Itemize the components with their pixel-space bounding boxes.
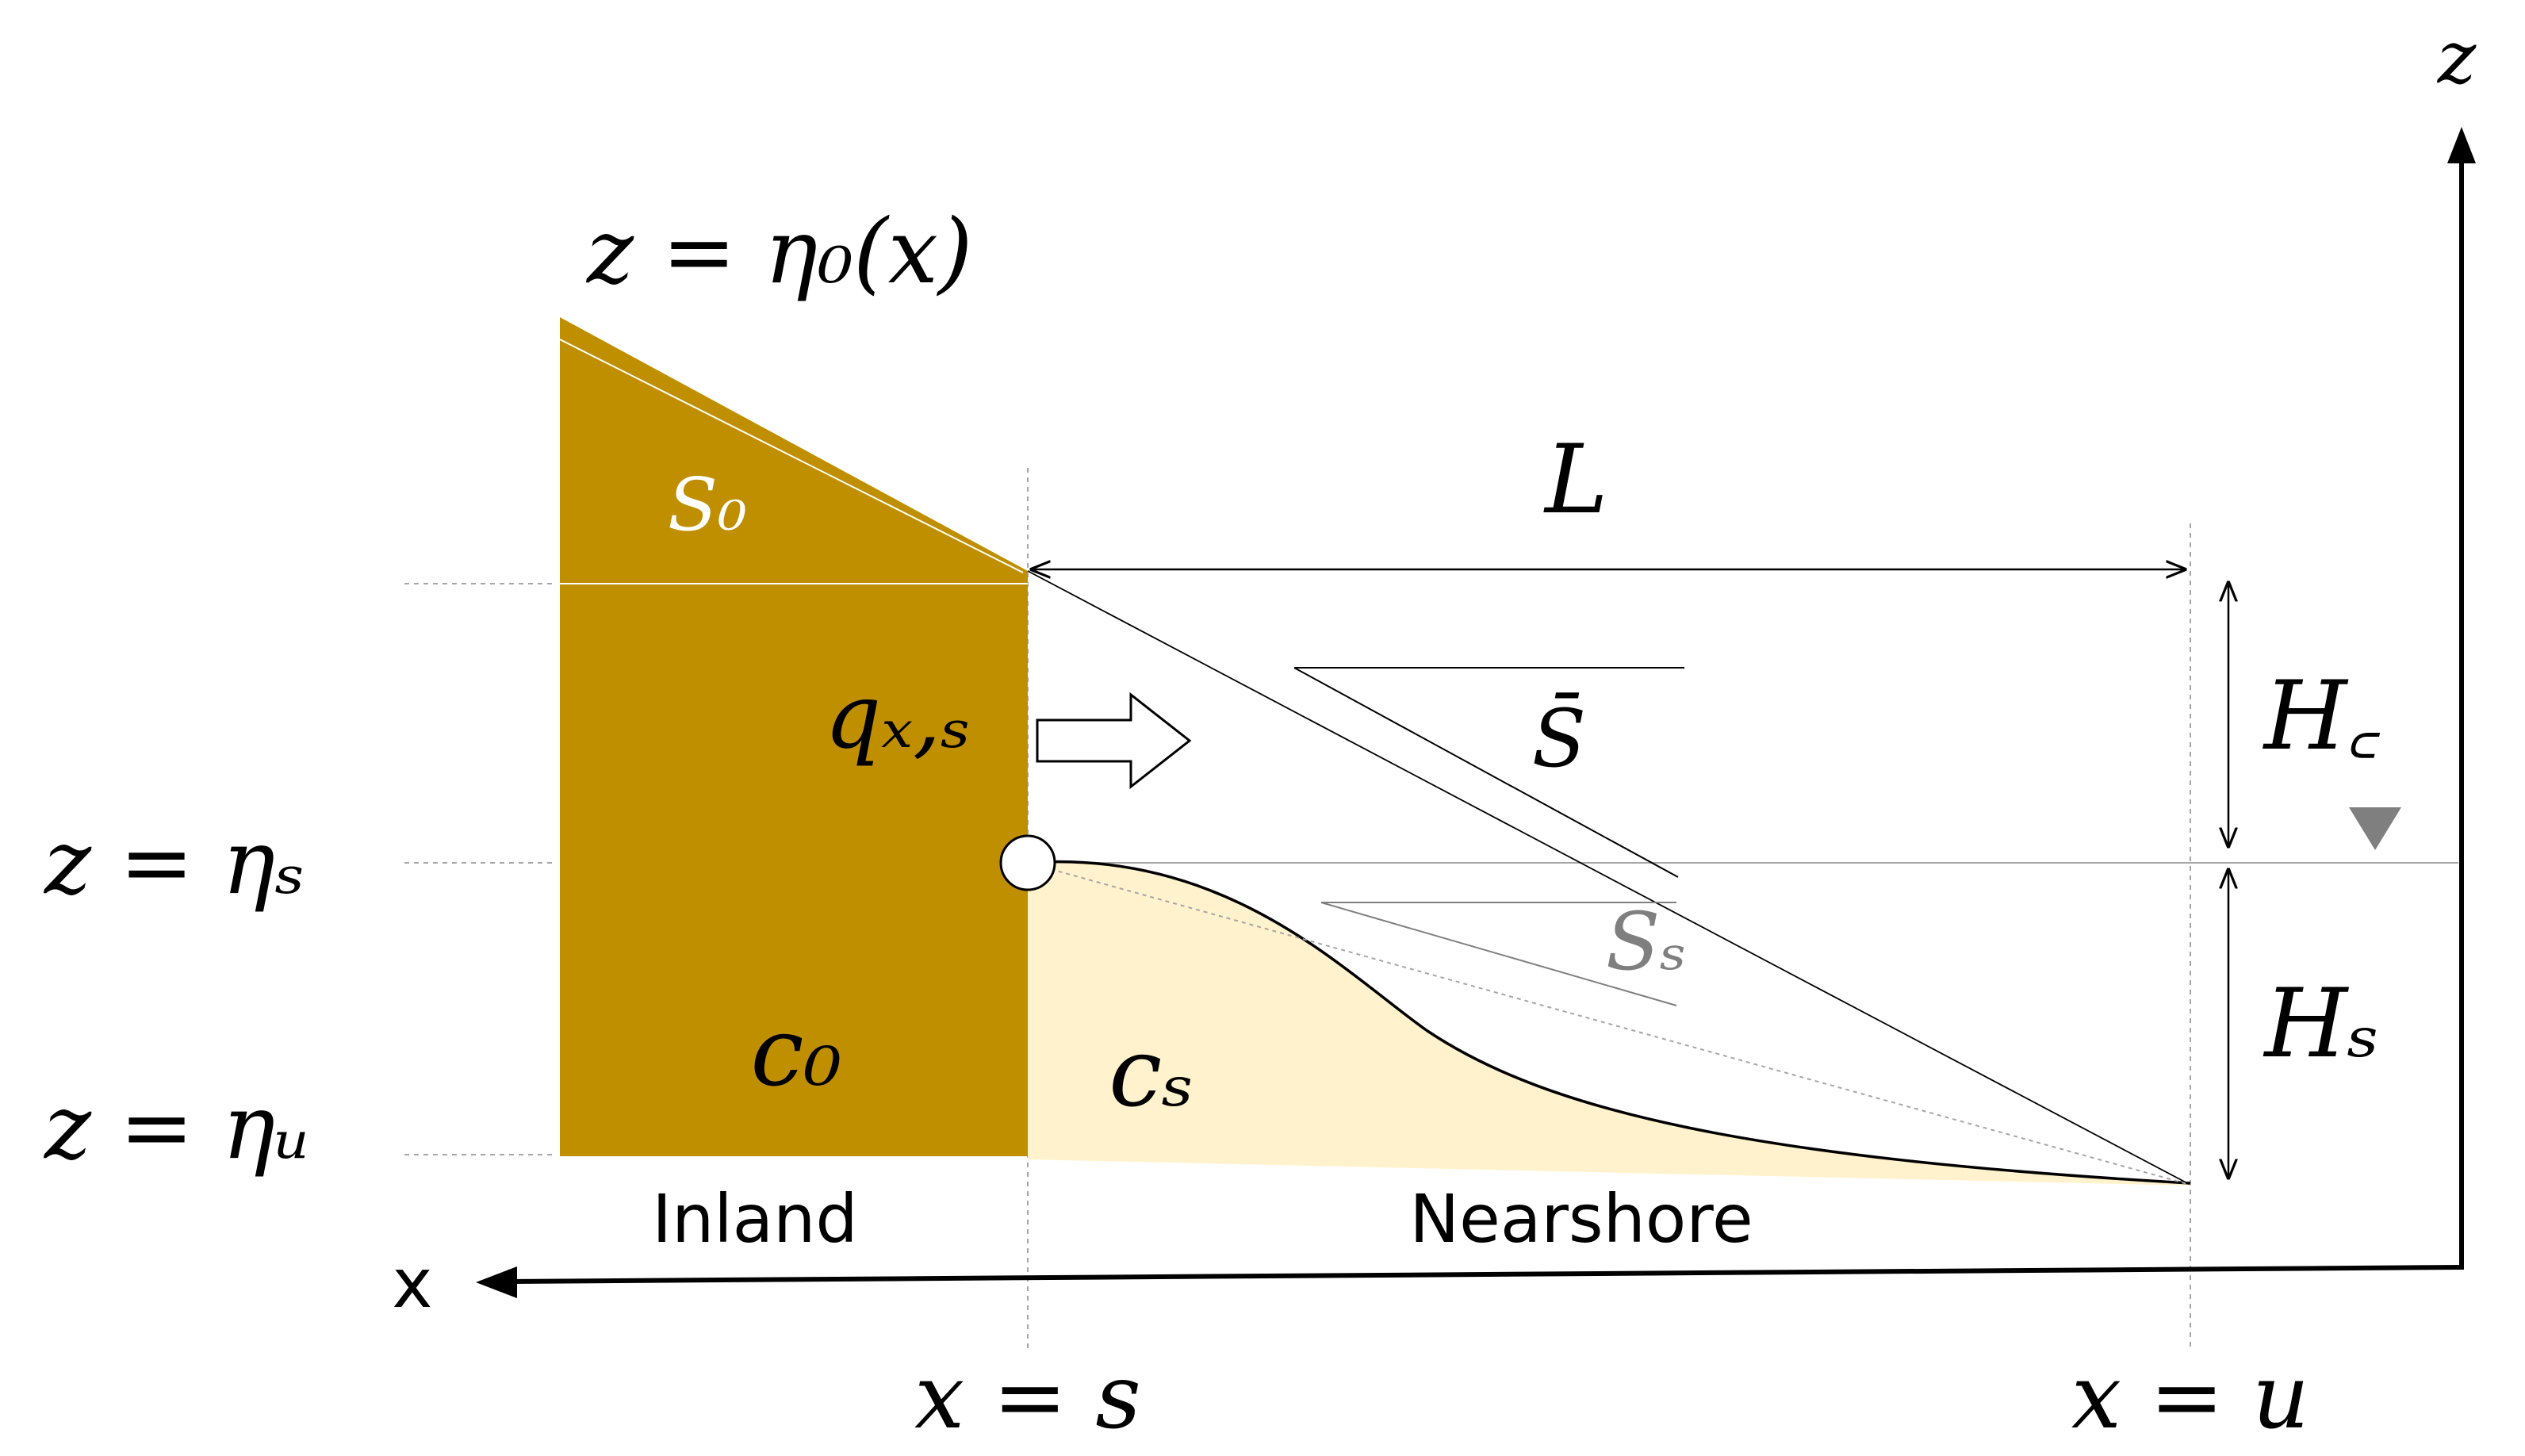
slope-Ss-label: Sₛ <box>1606 895 1687 988</box>
flux-arrow-icon <box>1036 692 1192 790</box>
mean-slope-line <box>1027 570 2191 1186</box>
region-inland-label: Inland <box>652 1180 857 1258</box>
nearshore-profile-curve <box>1027 860 2191 1185</box>
eta-s-label: z = ηₛ <box>43 811 305 914</box>
conc-c0-label: c₀ <box>750 998 841 1108</box>
length-L-label: L <box>1543 425 1608 535</box>
slope-Sbar-label: S̄ <box>1532 692 1587 785</box>
slope-S0-label: S₀ <box>668 462 747 547</box>
region-nearshore-label: Nearshore <box>1409 1180 1753 1258</box>
inland-block <box>560 317 1028 1156</box>
surf-slope-dashed-line <box>1027 862 2191 1186</box>
slope-indicator-sbar <box>1293 667 1684 878</box>
x-eq-u-label: x = u <box>2071 1346 2309 1449</box>
seepage-point <box>999 834 1056 891</box>
z-axis-arrowhead-icon <box>2447 127 2476 163</box>
eta-u-label: z = ηᵤ <box>43 1076 311 1179</box>
axis-x-label: x <box>393 1244 433 1324</box>
x-eq-s-label: x = s <box>914 1346 1141 1449</box>
inland-top-edge-highlight <box>559 339 1024 573</box>
x-axis-arrowhead-icon <box>476 1266 517 1298</box>
top-surface-label: z = η₀(x) <box>585 201 973 304</box>
conc-cs-label: cₛ <box>1109 1018 1194 1128</box>
height-Hc-label: H꜀ <box>2263 661 2381 772</box>
flux-q-label: qₓ,ₛ <box>825 665 971 768</box>
water-level-marker-icon <box>2349 807 2401 850</box>
height-Hs-label: Hₛ <box>2263 969 2379 1079</box>
axis-z-label: z <box>2437 15 2477 100</box>
nearshore-profile-fill <box>1028 861 2190 1186</box>
x-axis <box>507 1265 2465 1284</box>
slope-indicator-ss <box>1320 902 1677 1006</box>
